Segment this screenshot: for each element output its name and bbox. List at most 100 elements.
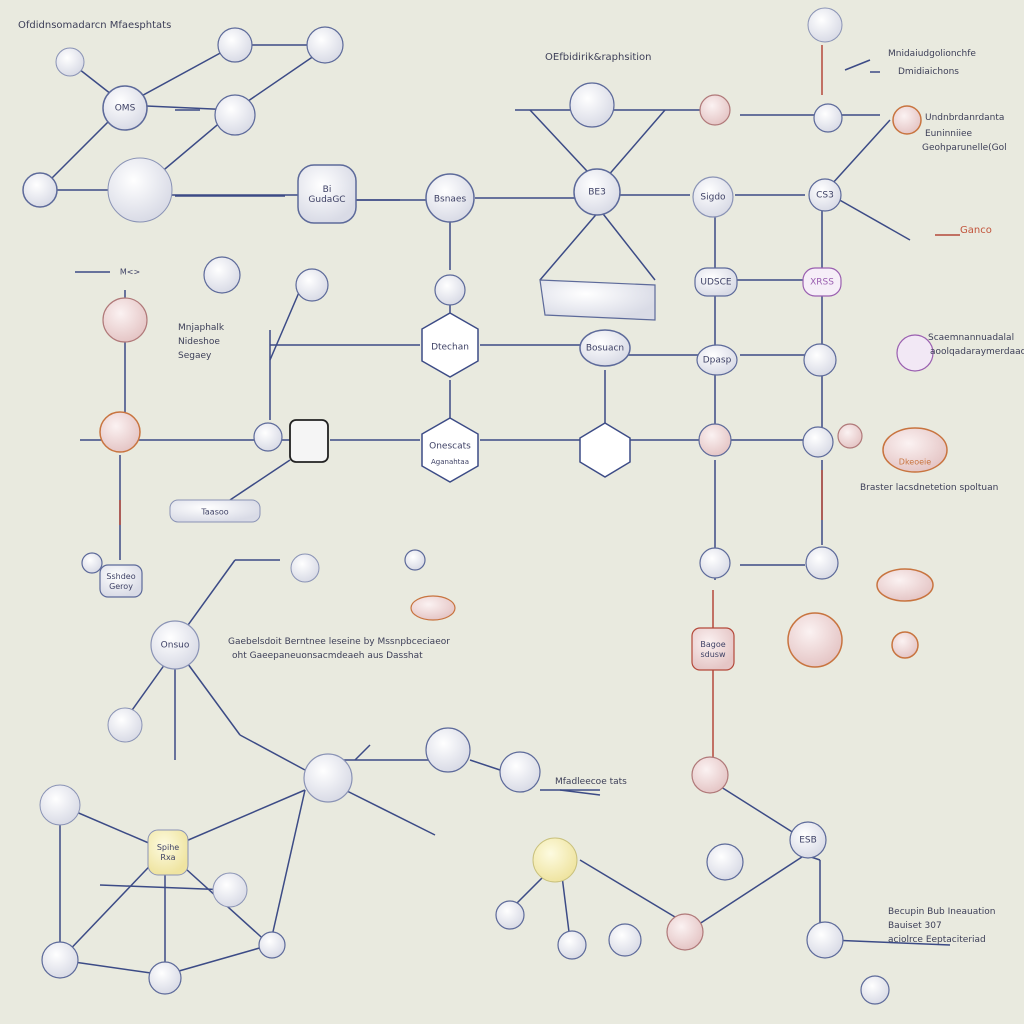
node-circle[interactable] — [22, 172, 58, 208]
node-circle[interactable] — [802, 426, 834, 458]
node-circle[interactable] — [813, 103, 843, 133]
node-ellipse[interactable] — [579, 329, 631, 367]
node-circle[interactable] — [102, 297, 148, 343]
node-circle[interactable] — [860, 975, 890, 1005]
node-cs3-label: CS3 — [816, 191, 834, 201]
node-circle[interactable] — [214, 94, 256, 136]
node-circle[interactable] — [557, 930, 587, 960]
bottom-label-1: Mfadleecoe tats — [555, 777, 627, 787]
node-circle[interactable] — [706, 843, 744, 881]
node-box[interactable] — [691, 627, 735, 671]
node-circle[interactable] — [303, 753, 353, 803]
node-circle[interactable] — [896, 334, 934, 372]
node-circle[interactable] — [434, 274, 466, 306]
node-circle[interactable] — [806, 921, 844, 959]
right-label-red: Ganco — [960, 225, 992, 236]
node-circle[interactable] — [789, 821, 827, 859]
legend-top-right-1: Mnidaiudgolionchfe — [888, 49, 976, 59]
node-circle[interactable] — [39, 784, 81, 826]
node-circle[interactable] — [404, 549, 426, 571]
node-bosuacn-label: Bosuacn — [586, 344, 624, 354]
node-circle[interactable] — [803, 343, 837, 377]
node-box[interactable] — [169, 499, 261, 523]
node-box[interactable] — [289, 419, 329, 463]
node-circle[interactable] — [666, 913, 704, 951]
title-top-center: OEfbidirik&raphsition — [545, 52, 652, 63]
node-circle[interactable] — [425, 727, 471, 773]
node-circle[interactable] — [41, 941, 79, 979]
node-circle[interactable] — [495, 900, 525, 930]
node-udnce-label: UDSCE — [700, 278, 732, 288]
node-box[interactable] — [147, 829, 189, 876]
node-ellipse[interactable] — [696, 344, 738, 376]
node-hexagon[interactable] — [421, 312, 479, 378]
node-circle[interactable] — [107, 157, 173, 223]
node-circle[interactable] — [107, 707, 143, 743]
node-circle[interactable] — [258, 931, 286, 959]
node-circle[interactable] — [102, 85, 148, 131]
node-box[interactable] — [694, 267, 738, 297]
node-circle[interactable] — [150, 620, 200, 670]
node-circle[interactable] — [499, 751, 541, 793]
node-circle[interactable] — [532, 837, 578, 883]
node-circle[interactable] — [807, 7, 843, 43]
node-rust[interactable] — [882, 427, 948, 473]
node-circle[interactable] — [892, 105, 922, 135]
bottom-right-1: Becupin Bub Ineauation — [888, 907, 996, 917]
node-circle[interactable] — [290, 553, 320, 583]
node-center-top[interactable] — [297, 164, 357, 224]
node-diechsn-label: Dtechan — [431, 343, 469, 353]
right-label-4: Scaemnannuadalal — [928, 333, 1015, 343]
node-circle[interactable] — [573, 168, 621, 216]
node-box[interactable] — [99, 564, 143, 598]
node-basket[interactable] — [539, 279, 656, 321]
node-right-rust-label: Dkeoeie — [899, 458, 931, 467]
node-hexagon[interactable] — [579, 422, 631, 478]
node-rust[interactable] — [876, 568, 934, 602]
node-circle[interactable] — [295, 268, 329, 302]
node-circle[interactable] — [691, 756, 729, 794]
right-label-2: Euninniiee — [925, 129, 973, 139]
node-circle[interactable] — [837, 423, 863, 449]
node-xrs-label: XRSS — [810, 278, 834, 288]
node-bottom-left-label: Onsuo — [161, 641, 190, 651]
node-circle[interactable] — [306, 26, 344, 64]
right-label-1: Undnbrdanrdanta — [925, 113, 1005, 123]
node-circle[interactable] — [212, 872, 248, 908]
node-circle[interactable] — [805, 546, 839, 580]
legend-top-right-2: Dmidiaichons — [898, 67, 959, 77]
node-circle[interactable] — [692, 176, 734, 218]
node-circle[interactable] — [891, 631, 919, 659]
node-circle[interactable] — [699, 94, 731, 126]
node-circle[interactable] — [787, 612, 843, 668]
node-circle[interactable] — [808, 178, 842, 212]
node-circle[interactable] — [569, 82, 615, 128]
bottom-right-2: Bauiset 307 — [888, 921, 942, 931]
node-bottom-right-label: ESB — [799, 836, 817, 846]
node-circle[interactable] — [699, 547, 731, 579]
node-circle[interactable] — [99, 411, 141, 453]
node-left-top-label: M<> — [120, 268, 140, 277]
node-hexagon[interactable] — [421, 417, 479, 483]
node-circle[interactable] — [608, 923, 642, 957]
node-sigdo-label: Sigdo — [700, 193, 726, 203]
node-bsnaes-label: Bsnaes — [434, 195, 467, 205]
node-circle[interactable] — [55, 47, 85, 77]
node-circle[interactable] — [425, 173, 475, 223]
node-circle[interactable] — [253, 422, 283, 452]
node-circle[interactable] — [203, 256, 241, 294]
node-oneosts-label: Onescats — [429, 442, 471, 452]
node-circle[interactable] — [698, 423, 732, 457]
node-circle[interactable] — [217, 27, 253, 63]
left-label-1: Mnjaphalk — [178, 323, 225, 333]
node-dpasp-label: Dpasp — [703, 356, 732, 366]
right-label-6: Braster lacsdnetetion spoltuan — [860, 483, 999, 493]
title-top-left: Ofdidnsomadarcn Mfaesphtats — [18, 20, 172, 31]
node-box[interactable] — [802, 267, 842, 297]
node-circle[interactable] — [81, 552, 103, 574]
node-circle[interactable] — [148, 961, 182, 995]
node-rust[interactable] — [410, 595, 456, 621]
node-oneosts-sub-label: Aganahtaa — [431, 458, 469, 466]
